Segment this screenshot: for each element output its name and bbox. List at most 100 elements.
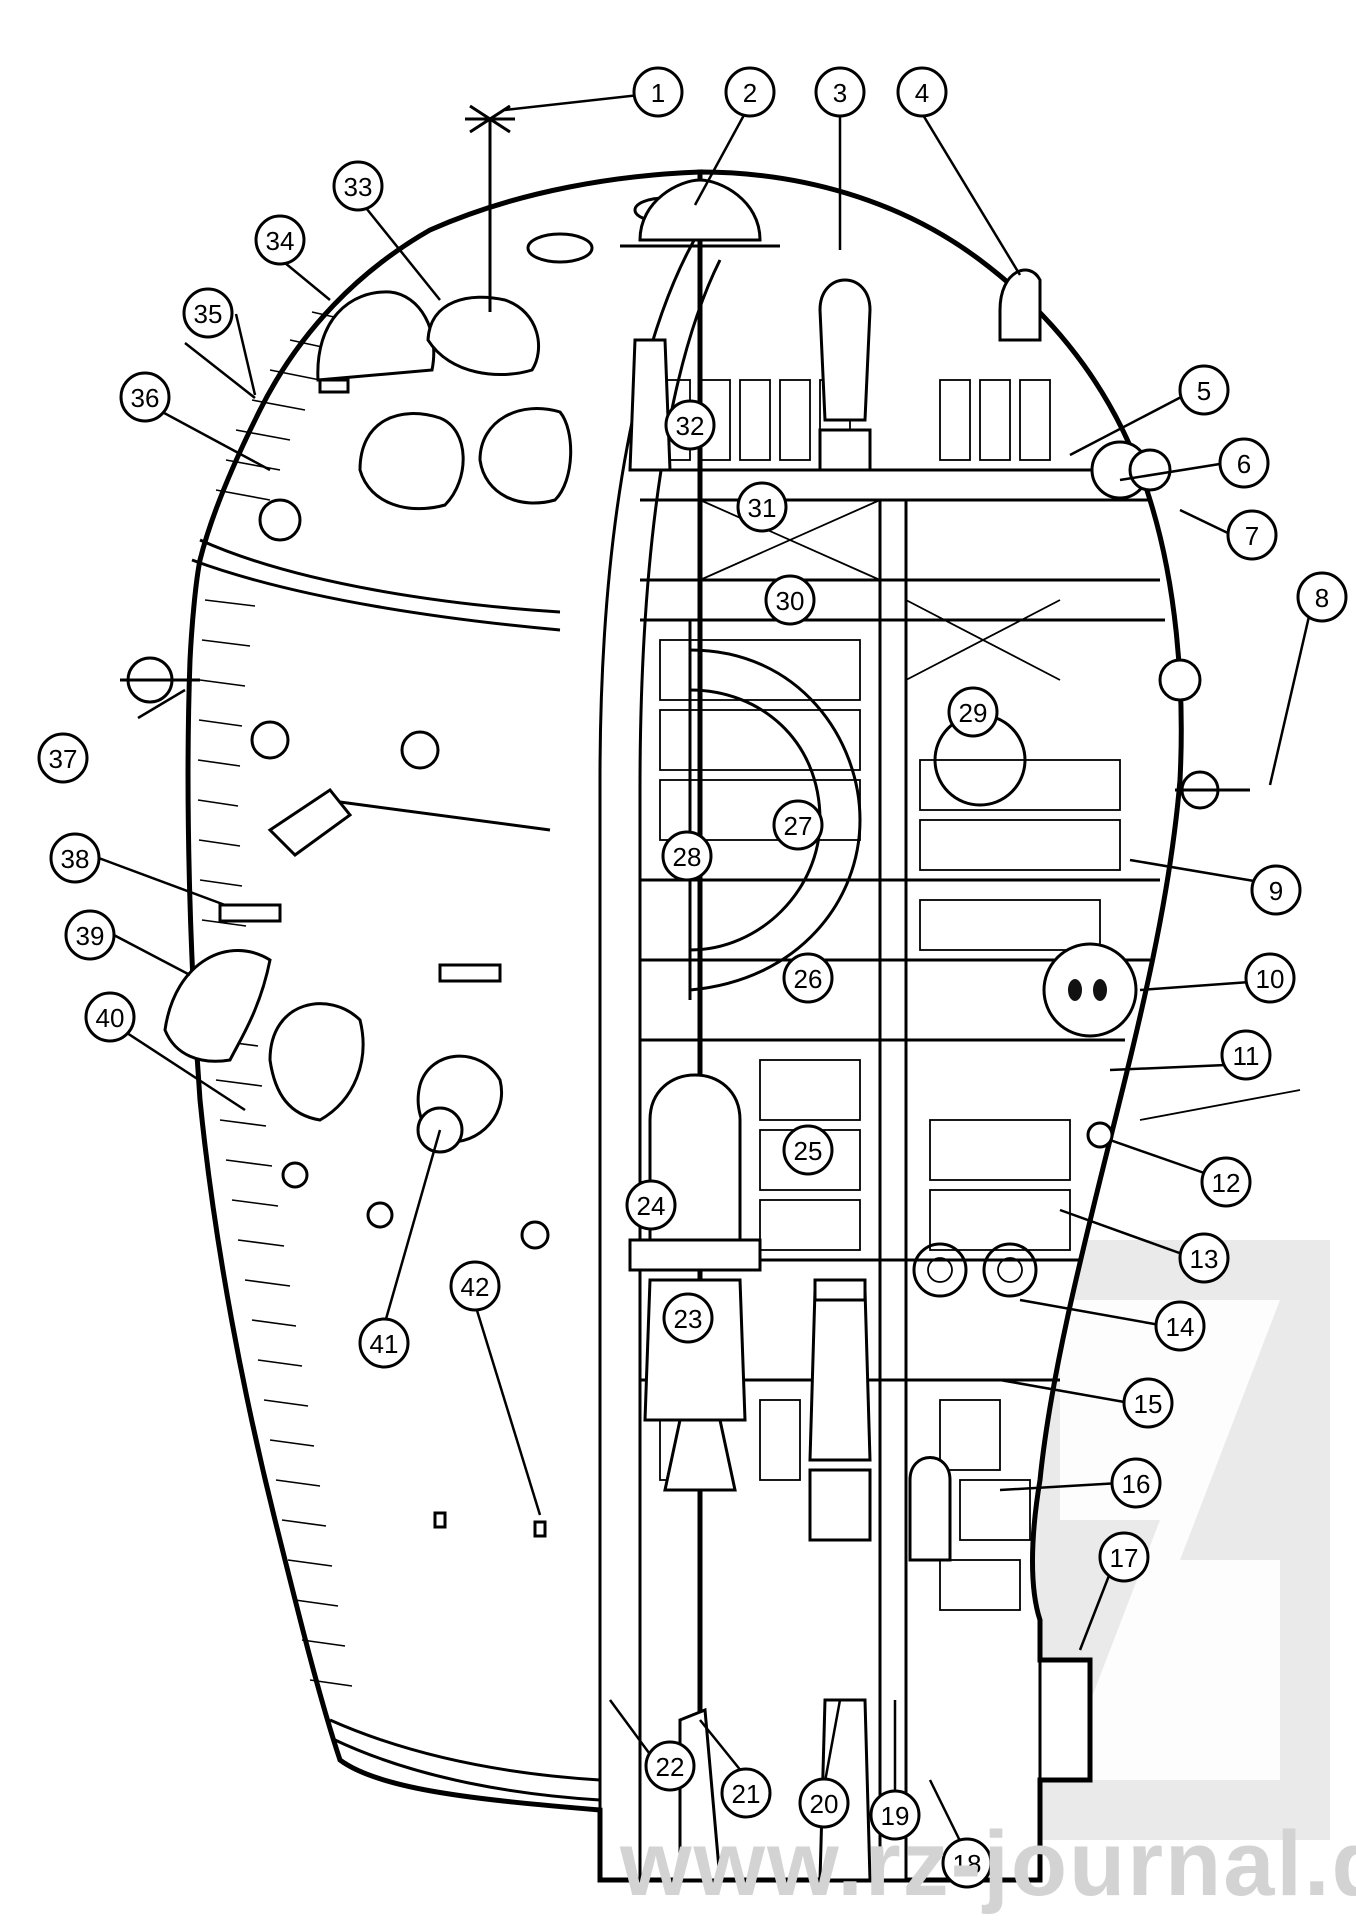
- callout-number: 39: [76, 921, 105, 951]
- cutaway-interior: [598, 169, 1301, 1883]
- callout-number: 33: [344, 172, 373, 202]
- callout-number: 23: [674, 1304, 703, 1334]
- callout-circle: [119, 371, 171, 423]
- callout-41: 41: [358, 1317, 410, 1369]
- callout-number: 27: [784, 811, 813, 841]
- callout-28: 28: [661, 830, 713, 882]
- callout-circle: [84, 991, 136, 1043]
- callout-40: 40: [84, 991, 136, 1043]
- callout-circle: [1098, 1531, 1150, 1583]
- callout-number: 14: [1166, 1312, 1195, 1342]
- callout-circle: [64, 909, 116, 961]
- callout-8: 8: [1296, 571, 1348, 623]
- callout-number: 8: [1315, 583, 1329, 613]
- callout-18: 18: [941, 1837, 993, 1889]
- callout-3: 3: [814, 66, 866, 118]
- callout-circle: [1218, 437, 1270, 489]
- callout-circle: [814, 66, 866, 118]
- callout-11: 11: [1220, 1029, 1272, 1081]
- callout-7: 7: [1226, 509, 1278, 561]
- callout-number: 21: [732, 1779, 761, 1809]
- callout-number: 30: [776, 586, 805, 616]
- callout-circle: [896, 66, 948, 118]
- callout-number: 10: [1256, 964, 1285, 994]
- callout-circle: [782, 1124, 834, 1176]
- callout-33: 33: [332, 160, 384, 212]
- callout-circle: [332, 160, 384, 212]
- callout-number: 18: [953, 1849, 982, 1879]
- callout-circle: [661, 830, 713, 882]
- callout-circle: [664, 399, 716, 451]
- callout-circle: [1296, 571, 1348, 623]
- callout-1: 1: [632, 66, 684, 118]
- callout-number: 35: [194, 299, 223, 329]
- callout-number: 5: [1197, 376, 1211, 406]
- callout-circle: [644, 1740, 696, 1792]
- hull-exterior: [185, 169, 703, 1883]
- callout-circle: [625, 1179, 677, 1231]
- callout-number: 26: [794, 964, 823, 994]
- callout-10: 10: [1244, 952, 1296, 1004]
- watermark-url: www.rz-journal.de: [619, 1813, 1356, 1915]
- callout-31: 31: [736, 481, 788, 533]
- callout-number: 34: [266, 226, 295, 256]
- callout-number: 19: [881, 1801, 910, 1831]
- callout-circle: [764, 574, 816, 626]
- callout-number: 32: [676, 411, 705, 441]
- callout-number: 36: [131, 383, 160, 413]
- callout-number: 40: [96, 1003, 125, 1033]
- callout-circle: [772, 799, 824, 851]
- callout-number: 13: [1190, 1244, 1219, 1274]
- callout-21: 21: [720, 1767, 772, 1819]
- callout-number: 11: [1233, 1041, 1260, 1071]
- callout-number: 15: [1134, 1389, 1163, 1419]
- callout-16: 16: [1110, 1457, 1162, 1509]
- callout-number: 29: [959, 698, 988, 728]
- callout-37: 37: [37, 732, 89, 784]
- callout-circle: [736, 481, 788, 533]
- callout-4: 4: [896, 66, 948, 118]
- callout-circle: [49, 832, 101, 884]
- callout-circle: [1110, 1457, 1162, 1509]
- callout-12: 12: [1200, 1156, 1252, 1208]
- callout-2: 2: [724, 66, 776, 118]
- callout-circle: [1250, 864, 1302, 916]
- callout-36: 36: [119, 371, 171, 423]
- callout-number: 24: [637, 1191, 666, 1221]
- callout-number: 1: [651, 78, 665, 108]
- callout-leaders: [95, 92, 1312, 1848]
- callout-14: 14: [1154, 1300, 1206, 1352]
- callout-circle: [37, 732, 89, 784]
- callout-circle: [720, 1767, 772, 1819]
- callout-6: 6: [1218, 437, 1270, 489]
- callout-5: 5: [1178, 364, 1230, 416]
- callout-circle: [1178, 1232, 1230, 1284]
- callout-number: 28: [673, 842, 702, 872]
- callout-34: 34: [254, 214, 306, 266]
- callout-13: 13: [1178, 1232, 1230, 1284]
- callout-circle: [1154, 1300, 1206, 1352]
- callout-25: 25: [782, 1124, 834, 1176]
- callout-circle: [1244, 952, 1296, 1004]
- callout-32: 32: [664, 399, 716, 451]
- hull-fittings: [120, 104, 809, 1538]
- callout-circle: [1178, 364, 1230, 416]
- callout-number: 3: [833, 78, 847, 108]
- callout-20: 20: [798, 1777, 850, 1829]
- callout-27: 27: [772, 799, 824, 851]
- callout-19: 19: [869, 1789, 921, 1841]
- callout-circle: [632, 66, 684, 118]
- callout-circle: [1226, 509, 1278, 561]
- callout-circle: [358, 1317, 410, 1369]
- callout-number: 20: [810, 1789, 839, 1819]
- callout-number: 22: [656, 1752, 685, 1782]
- callout-number: 6: [1237, 449, 1251, 479]
- callout-number: 12: [1212, 1168, 1241, 1198]
- callout-circle: [449, 1260, 501, 1312]
- callout-circle: [1220, 1029, 1272, 1081]
- callout-circle: [724, 66, 776, 118]
- callout-42: 42: [449, 1260, 501, 1312]
- callout-number: 16: [1122, 1469, 1151, 1499]
